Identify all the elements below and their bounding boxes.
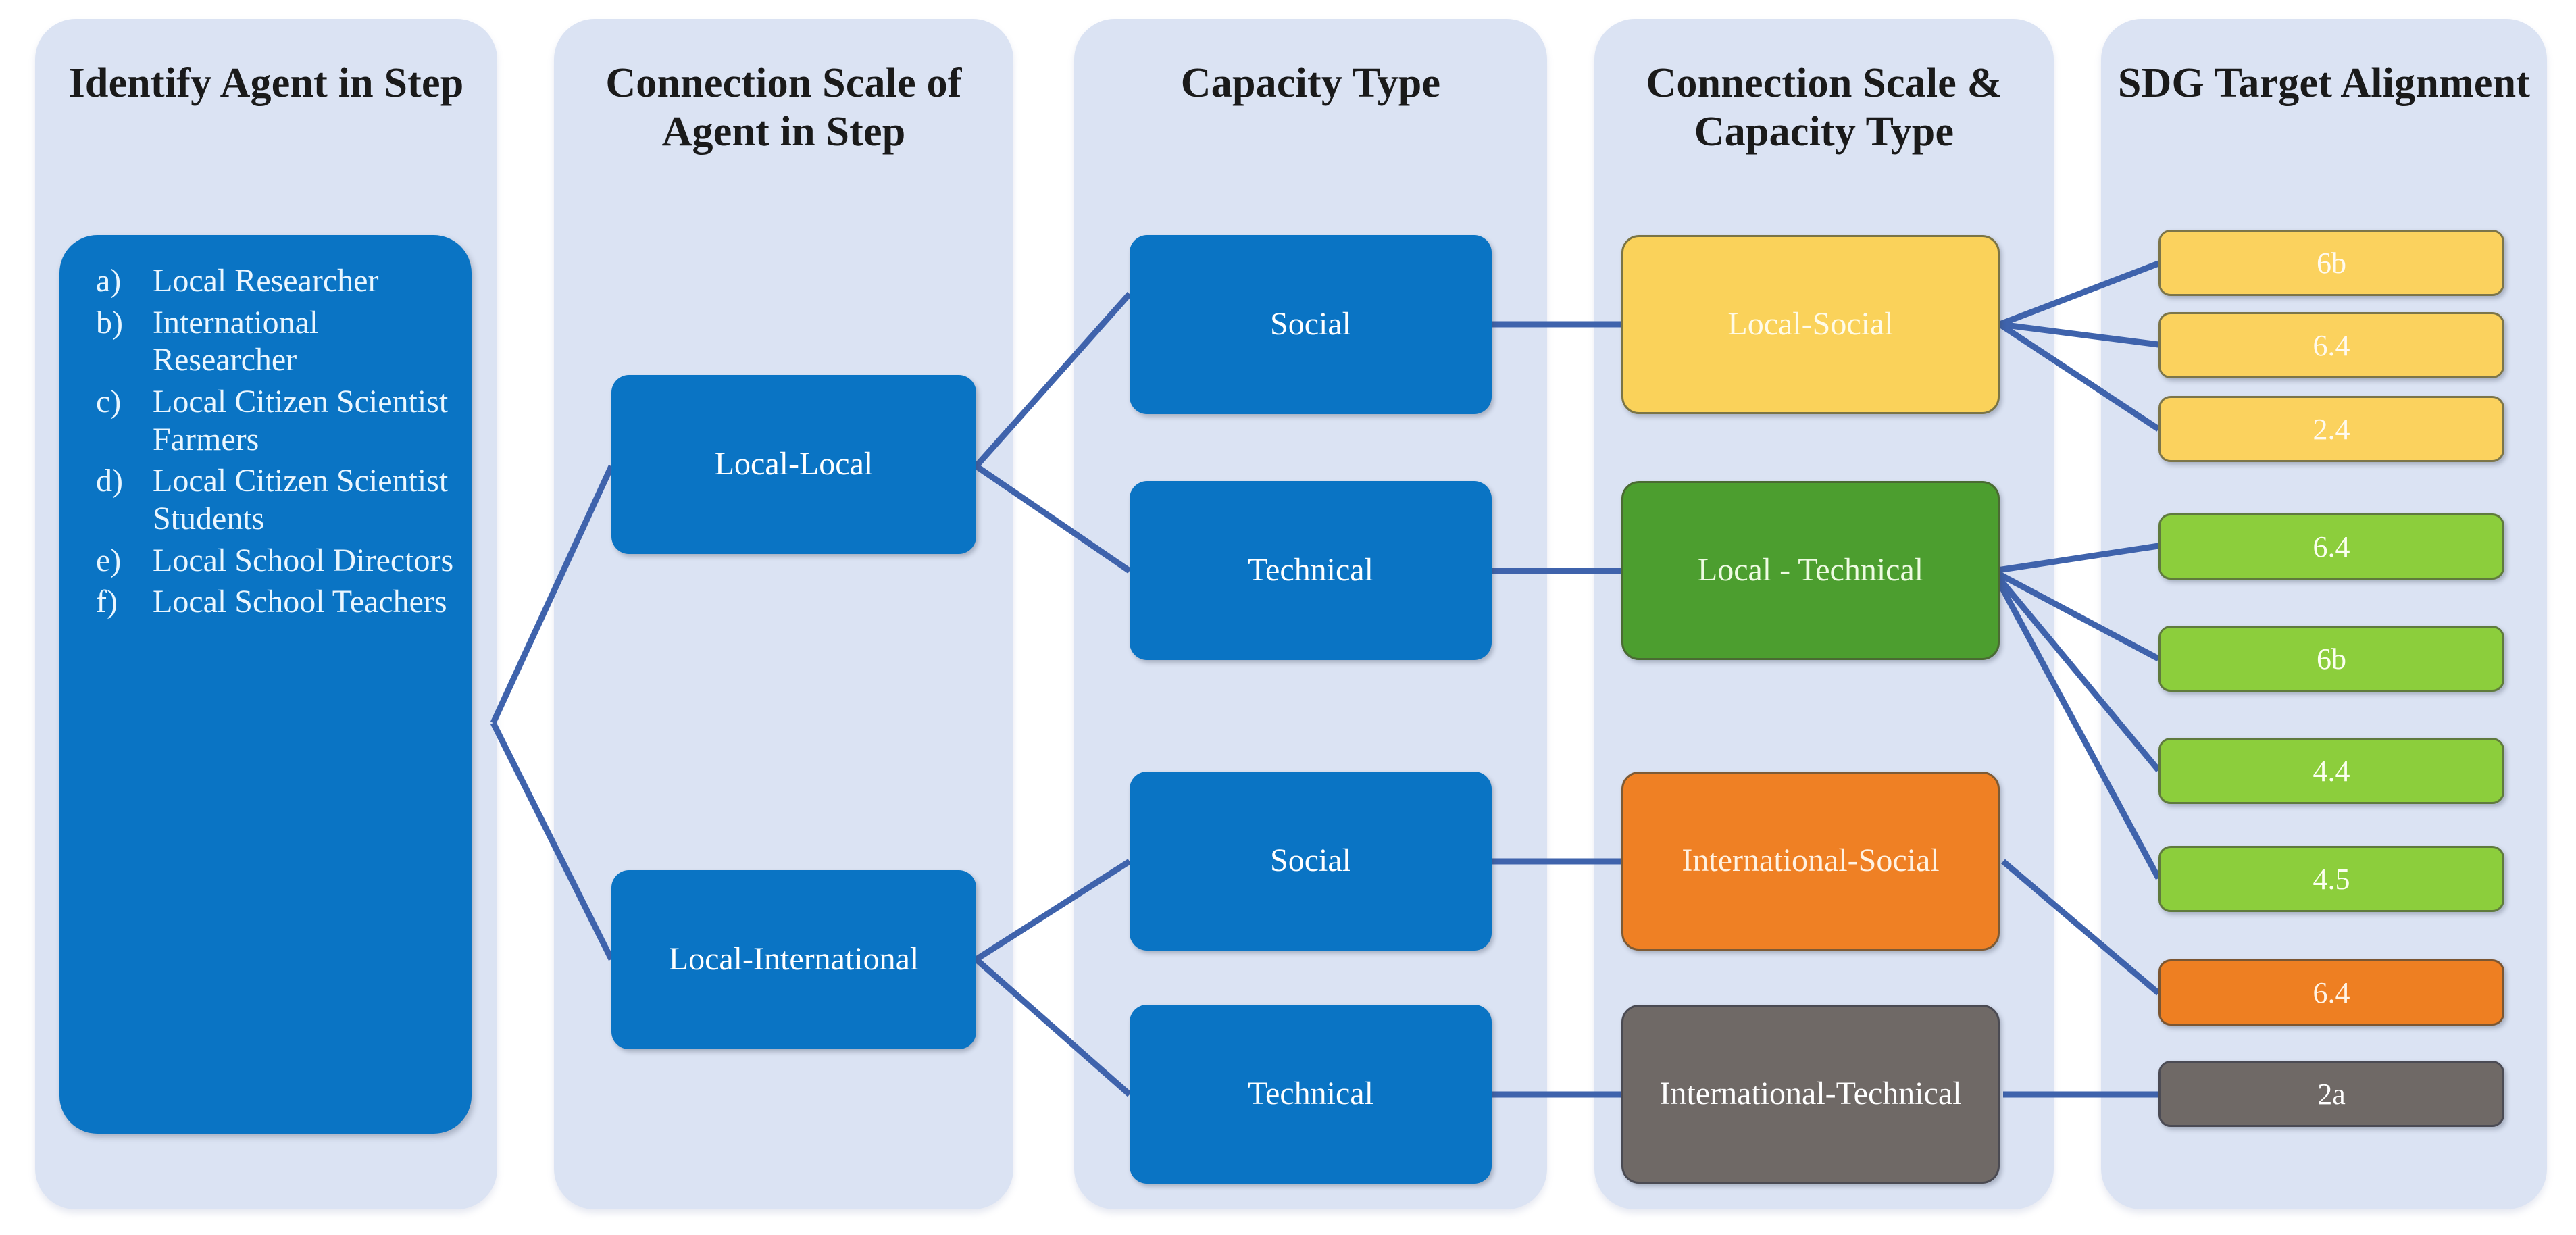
- agent-marker: b): [96, 304, 123, 341]
- sdg-chip-6-4-local-social[interactable]: 6.4: [2158, 312, 2504, 378]
- list-item[interactable]: a) Local Researcher: [80, 262, 454, 300]
- column-title-identify-agent: Identify Agent in Step: [68, 60, 464, 106]
- node-capacity-social-international[interactable]: Social: [1130, 772, 1492, 951]
- sdg-chip-6b-local-technical[interactable]: 6b: [2158, 626, 2504, 692]
- list-item[interactable]: e) Local School Directors: [80, 542, 454, 580]
- agent-marker: e): [96, 542, 122, 578]
- node-local-technical[interactable]: Local - Technical: [1621, 481, 2000, 660]
- agent-list: a) Local Researcher b) International Res…: [80, 262, 454, 621]
- node-local-local[interactable]: Local-Local: [611, 375, 976, 554]
- node-local-social[interactable]: Local-Social: [1621, 235, 2000, 414]
- node-local-international[interactable]: Local-International: [611, 870, 976, 1049]
- agent-label: International Researcher: [153, 304, 319, 378]
- column-title-sdg-target: SDG Target Alignment: [2117, 60, 2531, 106]
- column-panel-sdg-target: [2101, 19, 2547, 1209]
- agent-label: Local Researcher: [153, 263, 379, 299]
- sdg-chip-6b-local-social[interactable]: 6b: [2158, 230, 2504, 296]
- agent-label: Local School Directors: [153, 542, 454, 578]
- agent-label: Local School Teachers: [153, 584, 447, 620]
- node-capacity-technical-local[interactable]: Technical: [1130, 481, 1492, 660]
- agent-label: Local Citizen Scientist Students: [153, 463, 449, 537]
- node-international-technical[interactable]: International-Technical: [1621, 1005, 2000, 1184]
- sdg-chip-2-4-local-social[interactable]: 2.4: [2158, 396, 2504, 462]
- list-item[interactable]: c) Local Citizen Scientist Farmers: [80, 383, 454, 458]
- column-title-capacity-type: Capacity Type: [1180, 60, 1441, 106]
- agent-marker: c): [96, 384, 122, 420]
- node-international-social[interactable]: International-Social: [1621, 772, 2000, 951]
- list-item[interactable]: d) Local Citizen Scientist Students: [80, 462, 454, 537]
- sdg-chip-6-4-international-social[interactable]: 6.4: [2158, 959, 2504, 1026]
- sdg-chip-6-4-local-technical[interactable]: 6.4: [2158, 513, 2504, 580]
- agent-list-box[interactable]: a) Local Researcher b) International Res…: [59, 235, 472, 1134]
- sdg-chip-4-5-local-technical[interactable]: 4.5: [2158, 846, 2504, 912]
- node-capacity-social-local[interactable]: Social: [1130, 235, 1492, 414]
- agent-marker: f): [96, 584, 118, 620]
- list-item[interactable]: f) Local School Teachers: [80, 583, 454, 621]
- sdg-chip-4-4-local-technical[interactable]: 4.4: [2158, 738, 2504, 804]
- agent-marker: d): [96, 463, 123, 499]
- agent-label: Local Citizen Scientist Farmers: [153, 384, 449, 457]
- sdg-chip-2a-international-technical[interactable]: 2a: [2158, 1061, 2504, 1127]
- list-item[interactable]: b) International Researcher: [80, 304, 454, 379]
- column-title-scale-and-capacity: Connection Scale & Capacity Type: [1646, 60, 2002, 155]
- agent-marker: a): [96, 263, 122, 299]
- node-capacity-technical-international[interactable]: Technical: [1130, 1005, 1492, 1184]
- column-title-connection-scale: Connection Scale of Agent in Step: [605, 60, 962, 155]
